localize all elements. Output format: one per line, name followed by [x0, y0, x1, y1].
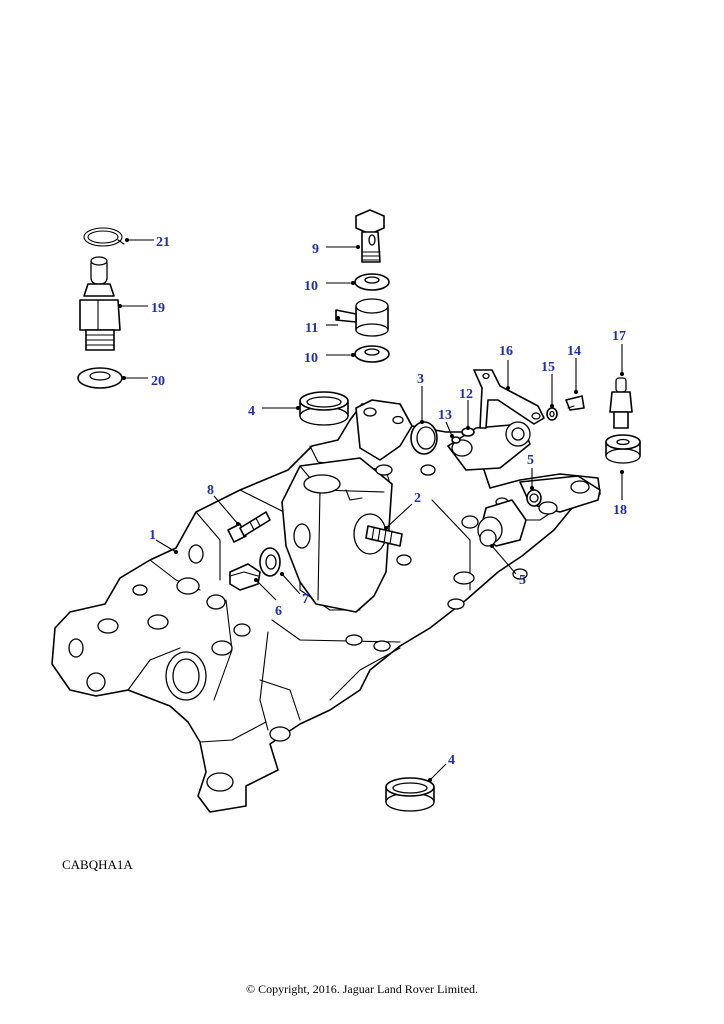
part-8-bolt: [227, 511, 271, 543]
part-16-bracket: [473, 369, 545, 429]
part-4-upper-seal: [299, 391, 349, 426]
callout-16: 16: [499, 344, 513, 359]
callout-6: 6: [275, 604, 282, 619]
throttle-housing-block: [281, 457, 393, 613]
part-15-washer: [546, 407, 558, 421]
part-17-hose-connector: [609, 377, 633, 429]
callout-20: 20: [151, 374, 165, 389]
callout-labels: 21 19 20 9 10 11 10 4 3 13 12 16 15 14 1…: [149, 235, 627, 768]
part-10-lower-washer: [354, 345, 390, 363]
part-7-sealing-washer: [259, 547, 281, 577]
diagram-code: CABQHA1A: [62, 857, 133, 872]
callout-19: 19: [151, 301, 165, 316]
callout-12: 12: [459, 387, 473, 402]
body-bosses: [68, 464, 528, 792]
callout-8: 8: [207, 483, 214, 498]
part-6-blanking-plug: [229, 563, 261, 591]
callout-21: 21: [156, 235, 170, 250]
leader-lines: [118, 238, 624, 782]
part-14-screw: [565, 395, 585, 411]
part-11-banjo-union: [335, 298, 389, 337]
part-5-cap-upper: [526, 489, 542, 507]
callout-1: 1: [149, 528, 156, 543]
part-10-upper-washer: [354, 273, 390, 291]
callout-10-upper: 10: [304, 279, 318, 294]
part-21-circlip: [83, 227, 125, 247]
callout-3: 3: [417, 372, 424, 387]
part-2-stud: [365, 525, 403, 547]
part-18-grommet: [605, 434, 641, 464]
callout-14: 14: [567, 344, 581, 359]
upper-mounting-boss: [355, 399, 413, 461]
part-4-lower-seal: [385, 777, 435, 812]
part-3-o-ring: [410, 421, 438, 455]
callout-11: 11: [305, 321, 318, 336]
callout-7: 7: [302, 592, 309, 607]
callout-17: 17: [612, 329, 626, 344]
callout-2: 2: [414, 491, 421, 506]
part-20-sealing-washer: [77, 367, 123, 389]
callout-4-upper: 4: [248, 404, 255, 419]
callout-9: 9: [312, 242, 319, 257]
part-9-banjo-bolt: [355, 209, 385, 263]
callout-18: 18: [613, 503, 627, 518]
callout-5-upper: 5: [527, 453, 534, 468]
callout-10-lower: 10: [304, 351, 318, 366]
callout-13: 13: [438, 408, 452, 423]
copyright-notice: © Copyright, 2016. Jaguar Land Rover Lim…: [245, 982, 479, 996]
idle-control-valve: [447, 421, 531, 547]
callout-15: 15: [541, 360, 555, 375]
callout-5-lower: 5: [519, 573, 526, 588]
callout-4-lower: 4: [448, 753, 455, 768]
part-19-sender-unit: [79, 256, 121, 351]
